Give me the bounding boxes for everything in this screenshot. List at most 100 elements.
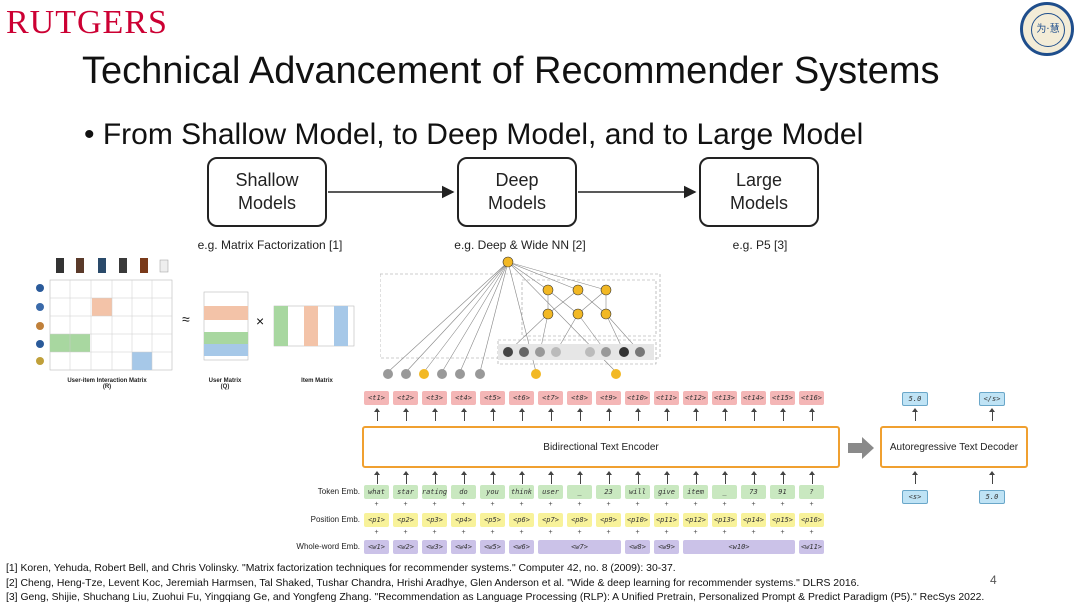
position-embedding: <p3> — [422, 513, 447, 527]
plus-sign: + — [722, 501, 727, 508]
interaction-caption-line2: (R) — [102, 384, 112, 390]
arrow-up-icon — [373, 471, 380, 484]
arrow-up-icon — [547, 471, 554, 484]
position-embedding: <p1> — [364, 513, 389, 527]
arrow-up-icon — [779, 471, 786, 484]
decoder-output-token: </s> — [979, 392, 1005, 406]
plus-sign: + — [461, 501, 466, 508]
plus-sign: + — [809, 529, 814, 536]
plus-sign: + — [403, 501, 408, 508]
output-token: <t15> — [770, 391, 795, 405]
arrow-up-icon — [373, 408, 380, 421]
user-matrix-caption: User Matrix (Q) — [195, 378, 255, 390]
arrow-up-icon — [663, 408, 670, 421]
plus-sign: + — [693, 501, 698, 508]
large-line2: Models — [729, 193, 789, 213]
encoder-to-decoder-arrow — [848, 437, 874, 459]
arrow-up-icon — [808, 471, 815, 484]
wholeword-embedding: <w3> — [422, 540, 447, 554]
reference-1: [1] Koren, Yehuda, Robert Bell, and Chri… — [6, 563, 676, 574]
arrow-up-icon — [989, 408, 995, 421]
position-embedding: <p2> — [393, 513, 418, 527]
seal-text: 为·慧 — [1031, 13, 1065, 47]
autoregressive-text-decoder: Autoregressive Text Decoder — [880, 426, 1028, 468]
wholeword-embedding: <w11> — [799, 540, 824, 554]
wholeword-emb-label: Whole-word Emb. — [296, 542, 360, 551]
wholeword-embedding: <w5> — [480, 540, 505, 554]
position-embedding: <p5> — [480, 513, 505, 527]
plus-sign: + — [664, 529, 669, 536]
output-token: <t6> — [509, 391, 534, 405]
arrow-up-icon — [634, 471, 641, 484]
arrow-up-icon — [518, 471, 525, 484]
arrow-up-icon — [721, 471, 728, 484]
plus-sign: + — [374, 529, 379, 536]
arrow-up-icon — [460, 471, 467, 484]
arrow-up-icon — [779, 408, 786, 421]
position-embedding: <p11> — [654, 513, 679, 527]
plus-sign: + — [635, 529, 640, 536]
arrow-up-icon — [912, 471, 918, 484]
times-symbol: × — [256, 313, 265, 329]
position-embedding: <p10> — [625, 513, 650, 527]
page-number: 4 — [990, 573, 997, 587]
arrow-up-icon — [663, 471, 670, 484]
plus-sign: + — [664, 501, 669, 508]
item-matrix-caption: Item Matrix — [301, 378, 333, 384]
plus-sign: + — [490, 529, 495, 536]
position-emb-label: Position Emb. — [310, 515, 360, 524]
bidirectional-text-encoder: Bidirectional Text Encoder — [362, 426, 840, 468]
position-embedding: <p12> — [683, 513, 708, 527]
arrow-up-icon — [489, 471, 496, 484]
large-caption: e.g. P5 [3] — [732, 238, 788, 252]
output-token: <t2> — [393, 391, 418, 405]
plus-sign: + — [519, 501, 524, 508]
position-embedding: <p7> — [538, 513, 563, 527]
shallow-caption: e.g. Matrix Factorization [1] — [197, 238, 343, 252]
output-token: <t4> — [451, 391, 476, 405]
output-token: <t5> — [480, 391, 505, 405]
arrow-up-icon — [692, 471, 699, 484]
user-caption-line1: User Matrix — [208, 378, 242, 384]
token-embedding: 23 — [596, 485, 621, 499]
reference-3: [3] Geng, Shijie, Shuchang Liu, Zuohui F… — [6, 592, 985, 603]
arrow-up-icon — [750, 408, 757, 421]
wholeword-embedding: <w10> — [683, 540, 795, 554]
token-emb-label: Token Emb. — [317, 487, 360, 496]
output-token: <t10> — [625, 391, 650, 405]
wholeword-embedding: <w7> — [538, 540, 621, 554]
arrow-up-icon — [605, 471, 612, 484]
arrow-up-icon — [576, 408, 583, 421]
token-embedding: do — [451, 485, 476, 499]
matrix-factorization-diagram — [36, 258, 355, 371]
large-line1: Large — [735, 170, 783, 190]
arrow-up-icon — [431, 408, 438, 421]
wide-deep-network-diagram — [380, 256, 661, 379]
token-embedding: think — [509, 485, 534, 499]
output-token: <t16> — [799, 391, 824, 405]
plus-sign: + — [548, 529, 553, 536]
token-embedding: will — [625, 485, 650, 499]
position-embedding: <p15> — [770, 513, 795, 527]
token-embedding: ? — [799, 485, 824, 499]
position-embedding: <p13> — [712, 513, 737, 527]
wholeword-embedding: <w2> — [393, 540, 418, 554]
arrow-up-icon — [721, 408, 728, 421]
plus-sign: + — [432, 529, 437, 536]
decoder-input-token: <s> — [902, 490, 928, 504]
plus-sign: + — [780, 529, 785, 536]
token-embedding: give — [654, 485, 679, 499]
decoder-output-token: 5.0 — [902, 392, 928, 406]
wholeword-embedding: <w4> — [451, 540, 476, 554]
plus-sign: + — [751, 501, 756, 508]
plus-sign: + — [606, 529, 611, 536]
arrow-up-icon — [576, 471, 583, 484]
plus-sign: + — [635, 501, 640, 508]
rutgers-logo: RUTGERS — [6, 4, 168, 41]
university-seal: 为·慧 — [1020, 2, 1074, 56]
plus-sign: + — [751, 529, 756, 536]
